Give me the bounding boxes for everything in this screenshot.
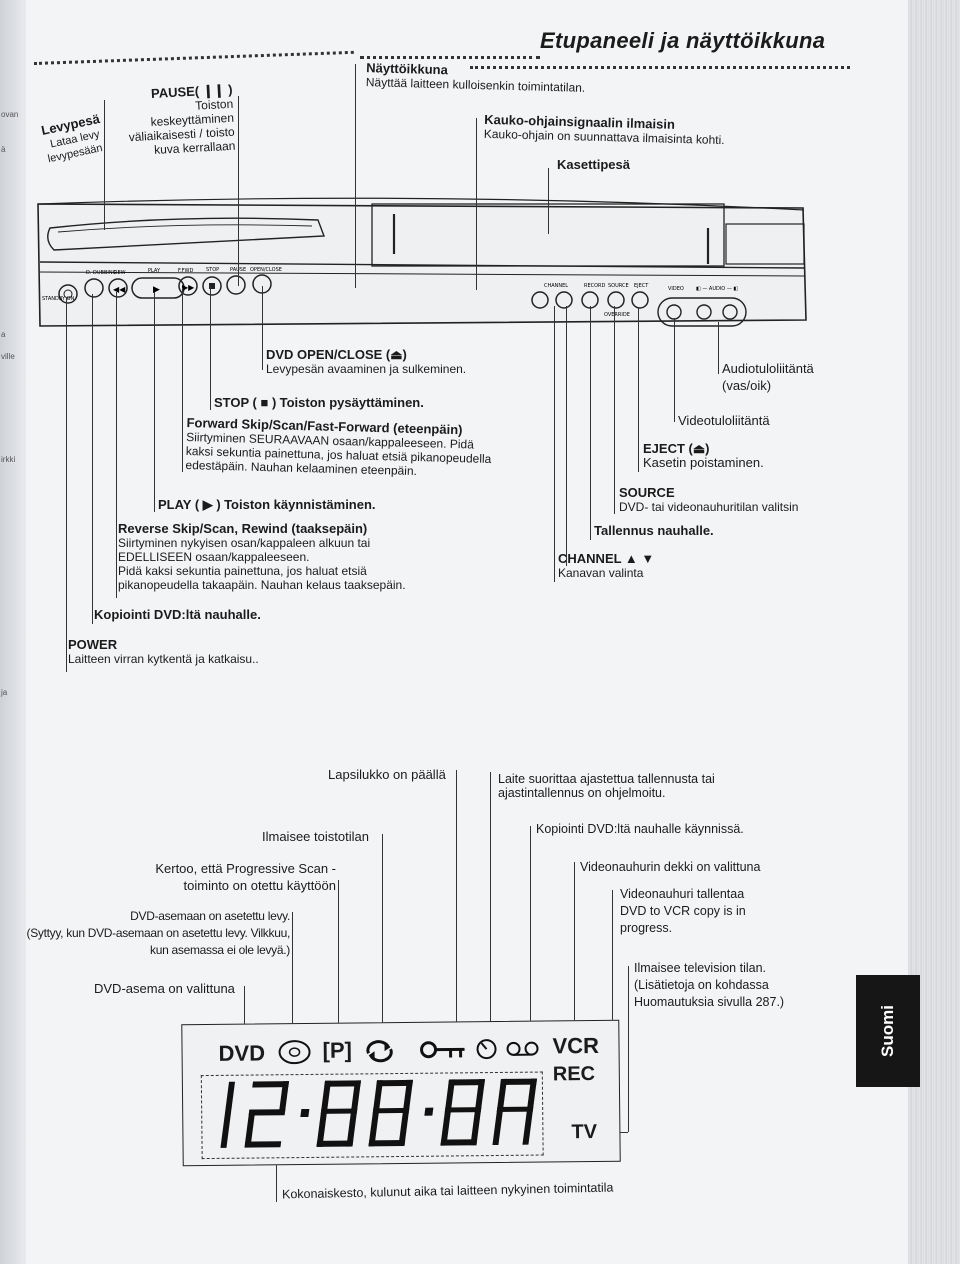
label-vcr-valittu: Videonauhurin dekki on valittuna [580,860,761,874]
display-tv: TV [571,1120,598,1144]
panel-text: STOP [206,267,219,273]
child-lock-icon [420,1041,465,1059]
panel-text: SOURCE [608,283,629,289]
label-toistotila: Ilmaisee toistotilan [262,829,369,844]
panel-text: ◧ — AUDIO — ◧ [696,286,738,292]
label-tallennus: Tallennus nauhalle. [594,523,714,538]
language-tab-label: Suomi [878,1005,897,1057]
svg-text:◀◀: ◀◀ [113,285,126,294]
label-tv-tila: Ilmaisee television tilan. (Lisätietoja … [634,961,785,1009]
leader-line [614,306,615,514]
tape-icon [506,1041,539,1056]
label-kopiointi-kaynnissa: Kopiointi DVD:ltä nauhalle käynnissä. [536,822,744,836]
panel-text: REW [114,270,126,276]
label-kasettipesa: Kasettipesä [557,157,630,172]
panel-text: STANDBY ON [42,296,75,302]
segment-display [200,1071,544,1160]
display-progressive: [P] [322,1037,353,1063]
leader-line [92,294,93,624]
timer-icon [476,1039,497,1060]
label-dvd-levy: DVD-asemaan on asetettu levy. (Syttyy, k… [26,909,291,957]
leader-line [530,826,531,1026]
segment-digits [220,1078,538,1148]
margin-fragment: ja [1,688,8,697]
panel-text: F.FWD [178,268,193,274]
label-forward: Forward Skip/Scan/Fast-Forward (eteenpäi… [185,415,492,479]
leader-line [612,890,613,1076]
display-dvd: DVD [218,1040,266,1066]
disc-icon [278,1040,311,1065]
previous-page-edge: ovan ä a ville irkki ja [0,0,26,1264]
label-dvd-valittu: DVD-asema on valittuna [94,981,235,996]
panel-text: RECORD [584,283,606,289]
margin-fragment: ovan [1,110,19,119]
leader-line [210,286,211,410]
leader-line [382,834,383,1028]
leader-line [262,286,263,370]
leader-line [338,880,339,1028]
dotted-rule [470,66,850,69]
leader-line [116,292,117,598]
leader-line [66,298,67,672]
leader-line [674,318,675,422]
label-progressive: Kertoo, että Progressive Scan -toiminto … [155,861,336,893]
leader-line [548,168,549,234]
language-tab: Suomi [856,975,920,1087]
label-vcr-tallentaa: Videonauhuri tallentaa DVD to VCR copy i… [620,887,746,935]
leader-line [476,118,477,290]
label-channel: CHANNEL ▲ ▼Kanavan valinta [558,551,655,581]
leader-line [718,322,719,374]
panel-text: D. DUBBING [86,270,117,276]
panel-text: EJECT [634,283,649,289]
label-pause: PAUSE( ❙❙ ) Toiston keskeyttäminen välia… [128,81,236,157]
label-audio-in: Audiotuloliitäntä(vas/oik) [722,361,814,393]
svg-text:▶: ▶ [153,285,160,295]
leader-line [355,64,356,288]
display-rec: REC [552,1062,596,1086]
label-stop: STOP ( ■ ) Toiston pysäyttäminen. [214,395,424,410]
leader-line [554,306,555,582]
label-reverse: Reverse Skip/Scan, Rewind (taaksepäin) S… [118,521,406,593]
leader-line [638,308,639,472]
label-kopiointi: Kopiointi DVD:ltä nauhalle. [94,607,261,622]
label-play: PLAY ( ▶ ) Toiston käynnistäminen. [158,497,376,512]
leader-line [490,772,491,1026]
label-ajastettu: Laite suorittaa ajastettua tallennusta t… [498,772,715,800]
panel-text: PLAY [148,268,161,274]
leader-line [628,966,629,1132]
leader-line [574,862,575,1026]
leader-line [456,770,457,1026]
leader-line [244,986,245,1028]
label-dvd-open-close: DVD OPEN/CLOSE (⏏)Levypesän avaaminen ja… [266,347,467,377]
leader-line [590,306,591,540]
margin-fragment: irkki [1,455,16,464]
svg-text:▶▶: ▶▶ [182,283,195,292]
leader-line [154,292,155,512]
panel-text: OPEN/CLOSE [250,267,282,273]
leader-line [182,288,183,472]
label-lapsilukko: Lapsilukko on päällä [328,767,446,782]
leader-line [292,912,293,1028]
panel-text: CHANNEL [544,283,568,289]
panel-text: VIDEO [668,286,684,292]
dotted-rule [360,56,540,59]
leader-line [566,306,567,566]
label-video-in: Videotuloliitäntä [678,413,770,428]
display-vcr: VCR [552,1032,600,1059]
leader-line [276,1156,277,1202]
margin-fragment: ville [1,352,15,361]
panel-text: OVERRIDE [604,312,630,318]
margin-fragment: a [1,330,6,339]
page-title: Etupaneeli ja näyttöikkuna [540,28,826,53]
leader-line [238,96,239,286]
dvd-vcr-front-panel: ◀◀ ▶ ▶▶ STANDBY ON D. DUBBING REW PLAY F… [37,197,807,327]
leader-line [104,100,105,230]
display-window: DVD [P] VCR REC TV [181,1019,621,1167]
repeat-icon [366,1040,393,1063]
label-eject: EJECT (⏏)Kasetin poistaminen. [643,441,764,470]
margin-fragment: ä [1,145,6,154]
